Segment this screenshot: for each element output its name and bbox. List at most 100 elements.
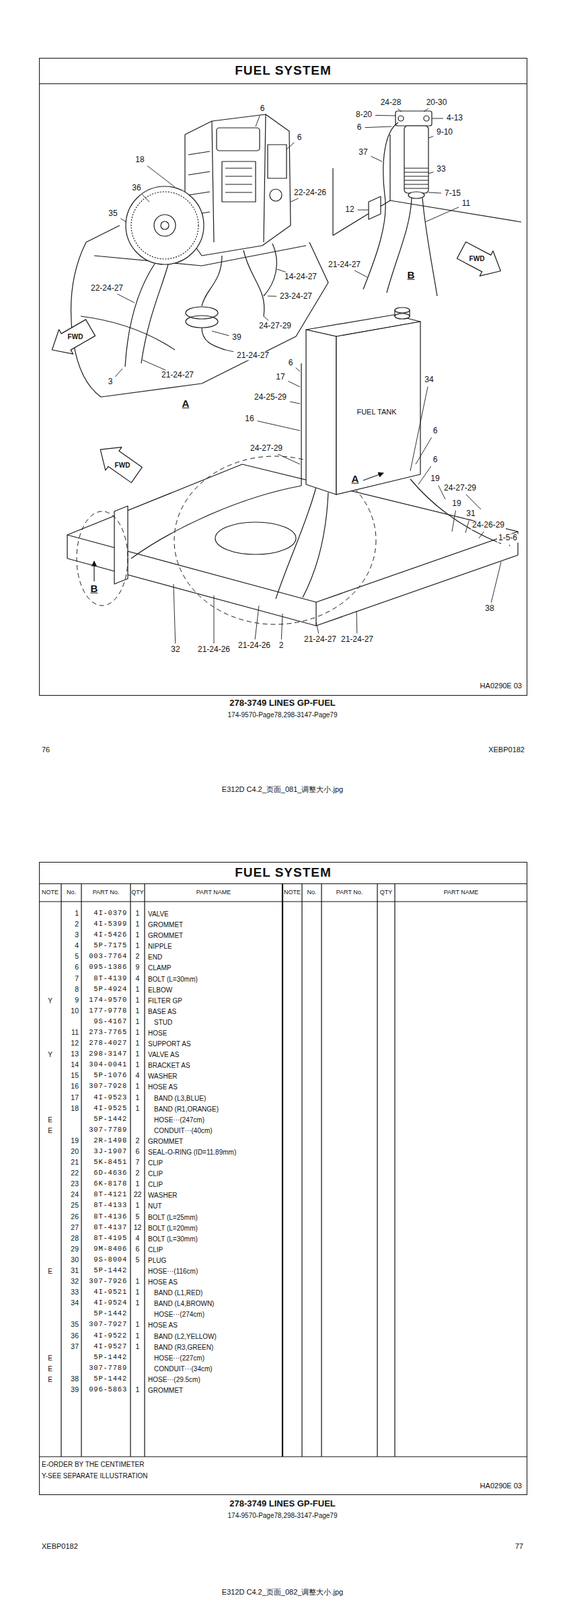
item-number: 6 xyxy=(74,963,79,972)
drawing-stroke xyxy=(211,114,266,243)
table-grid xyxy=(39,883,528,1457)
part-number: 8T-4139 xyxy=(93,974,128,983)
drawing-stroke xyxy=(300,363,302,486)
part-name: CLAMP xyxy=(147,963,171,972)
leader-line xyxy=(281,613,283,639)
quantity: 1 xyxy=(135,941,140,950)
leader-line xyxy=(289,401,300,404)
part-number: 5P-4924 xyxy=(93,985,128,994)
title-bar: FUEL SYSTEM xyxy=(39,58,527,85)
callout-number: 17 xyxy=(274,372,286,382)
callout-number: 31 xyxy=(464,509,477,518)
quantity: 1 xyxy=(135,1321,140,1330)
part-number: 298-3147 xyxy=(88,1049,128,1059)
leader-line xyxy=(147,165,175,187)
part-name: GROMMET xyxy=(147,920,183,929)
drawing-stroke xyxy=(67,531,518,626)
leader-line xyxy=(287,380,300,387)
item-number: 11 xyxy=(71,1028,79,1037)
part-name: SEAL-O-RING (ID=11.89mm) xyxy=(147,1147,237,1155)
caption-subline: 174-9570-Page78,298-3147-Page79 xyxy=(228,1511,338,1519)
leader-line xyxy=(425,207,459,222)
callout-number: 23-24-27 xyxy=(278,291,314,301)
item-number: 38 xyxy=(70,1374,79,1383)
part-number: 278-4027 xyxy=(88,1039,128,1048)
drawing-stroke xyxy=(201,255,222,307)
callout-number: 38 xyxy=(483,604,496,613)
drawing-stroke xyxy=(80,316,175,350)
part-name: CLIP xyxy=(147,1169,163,1178)
item-number: 31 xyxy=(70,1266,79,1275)
callout-number: 4-13 xyxy=(445,113,465,123)
item-number: 3 xyxy=(74,930,79,939)
drawing-stroke xyxy=(332,200,522,236)
column-header: PART No. xyxy=(336,889,364,896)
title-bar: FUEL SYSTEM xyxy=(39,862,527,884)
quantity: 9 xyxy=(135,963,140,972)
part-number: 6K-8178 xyxy=(93,1179,128,1188)
quantity: 6 xyxy=(135,1147,140,1156)
callout-number: 16 xyxy=(243,414,255,424)
callout-number: 6 xyxy=(355,123,364,132)
leader-line xyxy=(211,330,229,336)
part-name: FILTER GP xyxy=(147,996,183,1004)
item-number: 8 xyxy=(74,985,79,994)
drawing-stroke xyxy=(225,168,253,193)
quantity: 1 xyxy=(135,1082,140,1091)
drawing-stroke xyxy=(131,485,302,559)
item-number: 16 xyxy=(70,1082,79,1091)
column-header: NOTE xyxy=(41,889,59,896)
part-number: 9M-8406 xyxy=(93,1245,128,1254)
part-number: 8T-4133 xyxy=(93,1201,128,1211)
item-number: 29 xyxy=(70,1245,79,1254)
part-number: 307-7789 xyxy=(88,1125,128,1135)
quantity: 1 xyxy=(135,909,140,918)
component-label: FUEL TANK xyxy=(356,407,397,416)
drawing-stroke xyxy=(114,505,128,584)
part-name: BOLT (L=30mm) xyxy=(147,1234,198,1242)
leader-line xyxy=(478,531,484,539)
item-number: 24 xyxy=(70,1191,79,1200)
part-name: HOSE AS xyxy=(147,1277,178,1286)
drawing-stroke xyxy=(263,243,277,296)
drawing-code: HA0290E 03 xyxy=(480,681,522,690)
callout-number: 18 xyxy=(133,155,146,165)
part-number: 307-7789 xyxy=(88,1364,128,1373)
item-number: 34 xyxy=(70,1298,79,1307)
callout-number: 19 xyxy=(450,499,463,508)
drawing-code: HA0290E 03 xyxy=(480,1481,522,1490)
item-number: 7 xyxy=(74,974,79,983)
callout-number: 6 xyxy=(431,426,440,436)
leader-line xyxy=(120,218,127,222)
column-header: QTY xyxy=(131,889,144,896)
leader-line xyxy=(375,115,396,117)
leader-lines xyxy=(115,108,510,644)
drawing-stroke xyxy=(454,237,508,284)
engine-view xyxy=(45,114,329,397)
quantity: 1 xyxy=(135,1385,140,1394)
drawing-stroke xyxy=(281,883,284,1457)
note-mark: E xyxy=(47,1353,53,1361)
column-header: No. xyxy=(306,889,317,896)
caption: 278-3749 LINES GP-FUEL xyxy=(229,698,336,708)
view-letter: A xyxy=(180,398,192,410)
part-number: 3J-1907 xyxy=(93,1147,128,1156)
forward-arrow-text: FWD xyxy=(115,461,131,469)
part-number: 4I-5399 xyxy=(93,920,128,929)
drawing-stroke xyxy=(267,144,287,179)
item-number: 25 xyxy=(70,1201,79,1211)
item-number: 21 xyxy=(70,1158,79,1167)
item-number: 28 xyxy=(70,1234,79,1243)
item-number: 4 xyxy=(74,941,79,950)
quantity: 1 xyxy=(135,1277,140,1286)
callout-number: 32 xyxy=(169,645,181,654)
item-number: 14 xyxy=(70,1060,79,1069)
quantity: 1 xyxy=(135,930,140,939)
drawing-stroke xyxy=(141,264,169,364)
quantity: 1 xyxy=(135,996,140,1005)
callout-number: 8-20 xyxy=(354,110,374,120)
drawing-stroke xyxy=(45,315,98,362)
item-number: 13 xyxy=(70,1049,79,1059)
leader-line xyxy=(316,622,319,633)
part-name: CLIP xyxy=(147,1245,163,1253)
